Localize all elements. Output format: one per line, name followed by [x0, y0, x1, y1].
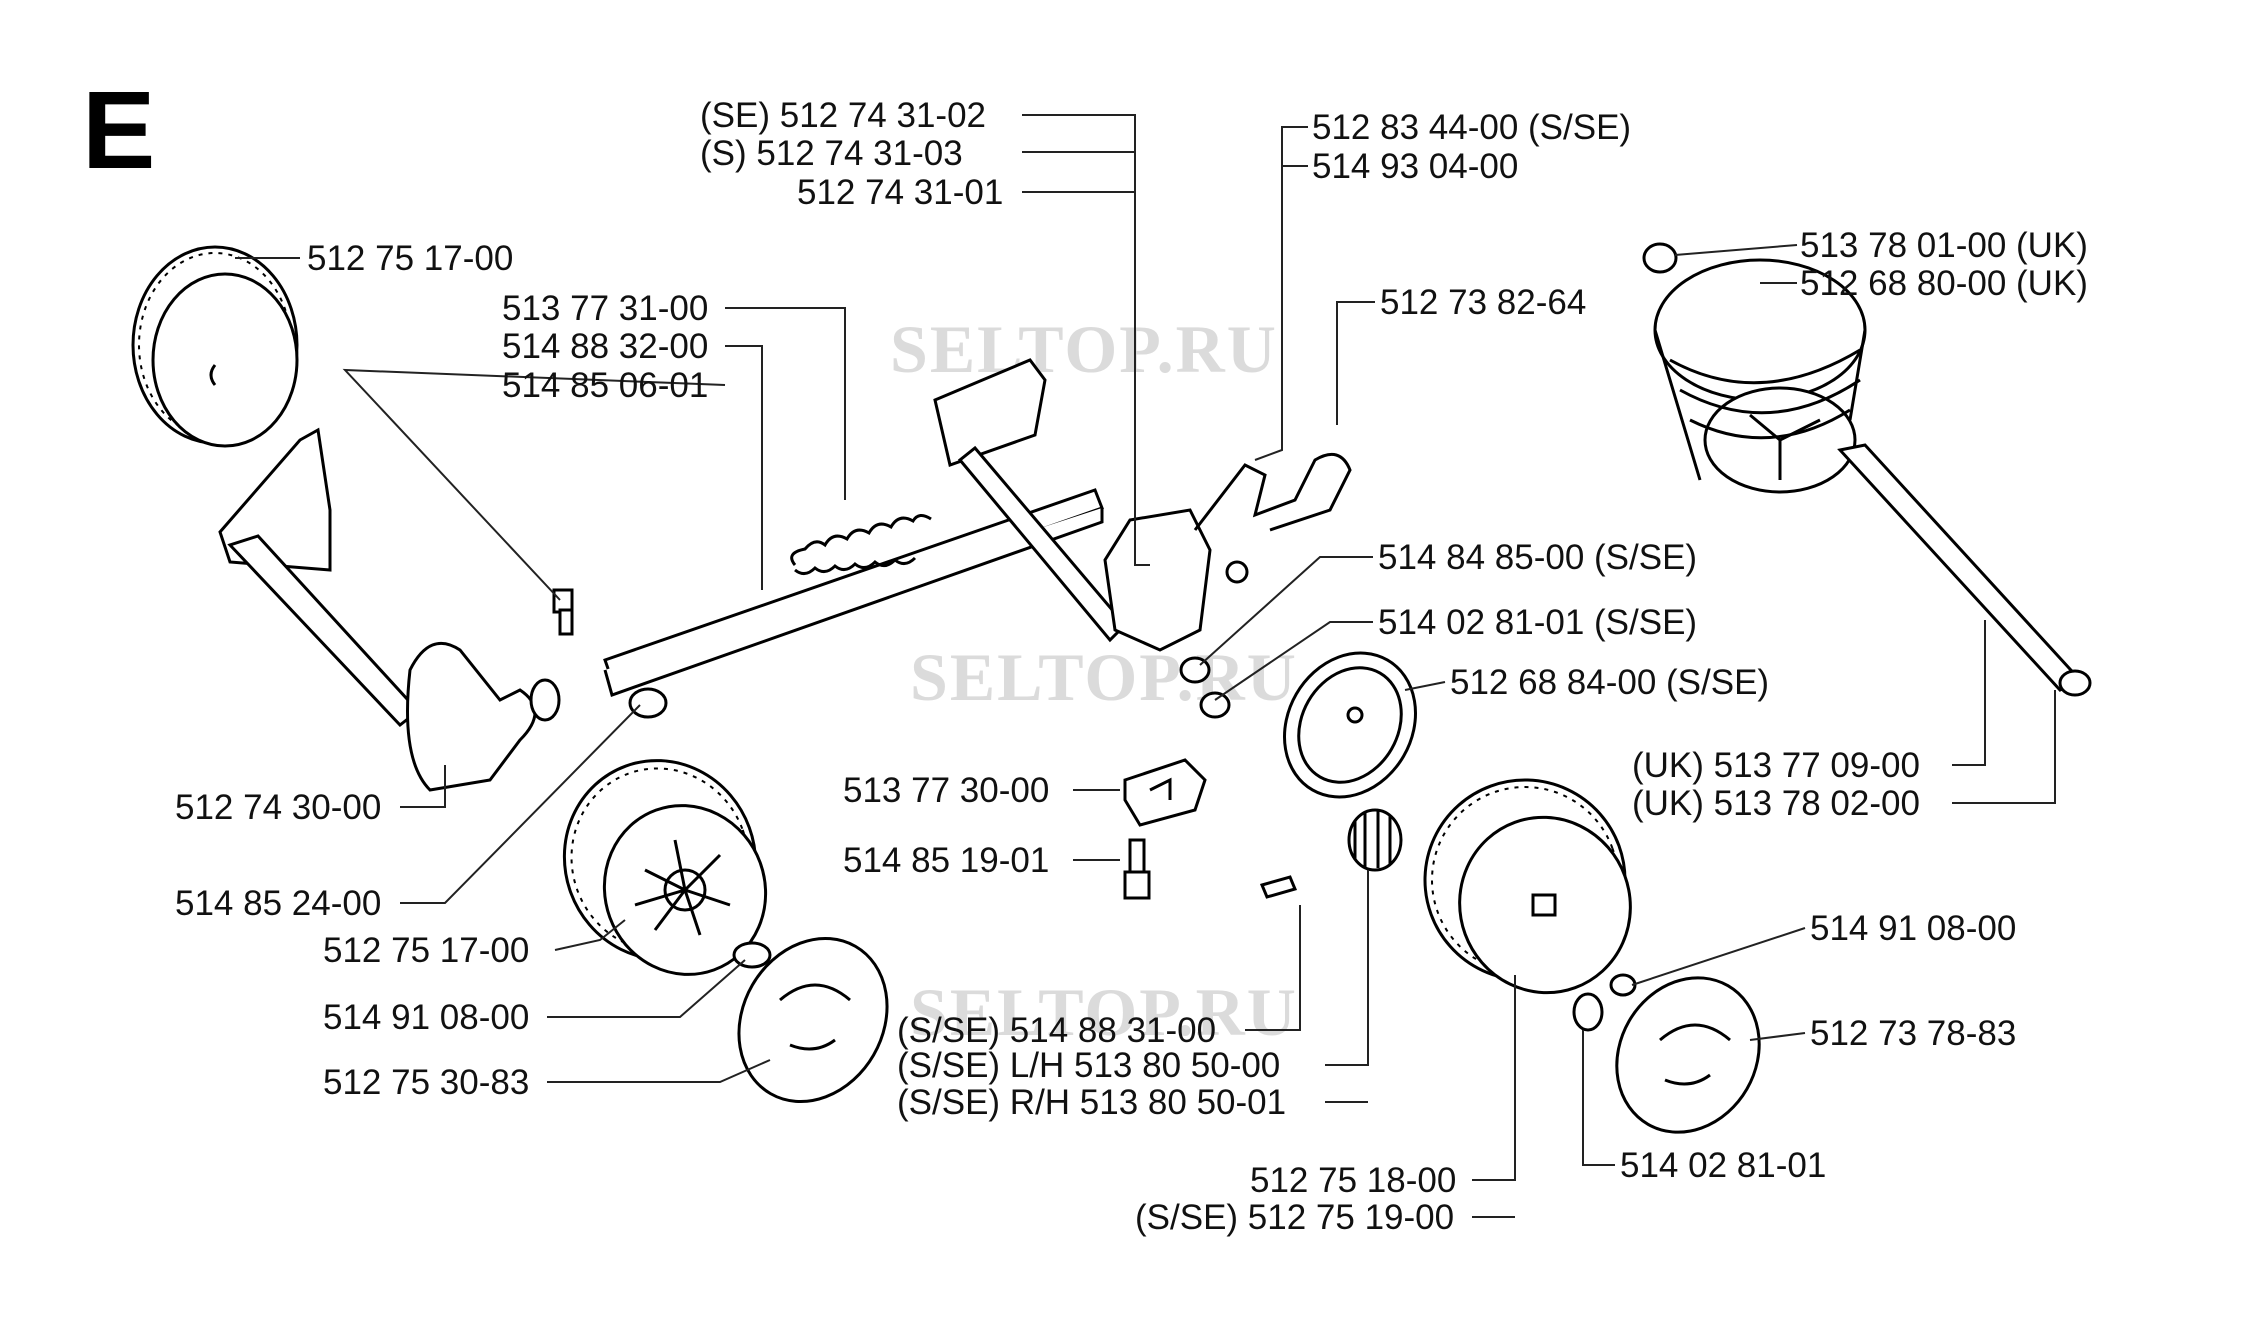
leader-lines — [235, 114, 2056, 1218]
rear-roller — [1642, 242, 1867, 494]
part-label: 513 77 31-00 — [502, 289, 708, 328]
part-label: (S/SE) L/H 513 80 50-00 — [897, 1046, 1280, 1085]
part-label: 514 85 24-00 — [175, 884, 381, 923]
wheel-front-left — [562, 759, 768, 976]
part-label: 512 75 18-00 — [1250, 1161, 1456, 1200]
part-label: (SE) 512 74 31-02 — [700, 96, 986, 135]
part-label: 514 85 19-01 — [843, 841, 1049, 880]
screw — [1123, 838, 1151, 900]
part-label: 512 75 30-83 — [323, 1063, 529, 1102]
part-label: (S) 512 74 31-03 — [700, 134, 963, 173]
part-label: (UK) 513 77 09-00 — [1632, 746, 1920, 785]
part-label: 512 73 78-83 — [1810, 1014, 2016, 1053]
part-label: (S/SE) 512 75 19-00 — [1135, 1198, 1454, 1237]
rear-axle — [1837, 443, 2092, 697]
part-label: 512 68 80-00 (UK) — [1800, 264, 2088, 303]
height-adjust-bar — [603, 488, 1104, 697]
left-axle-bracket — [218, 427, 561, 792]
part-label: (S/SE) 514 88 31-00 — [897, 1011, 1216, 1050]
clip — [1123, 758, 1207, 827]
wheel-front-right — [1423, 778, 1632, 995]
part-label: 514 91 08-00 — [323, 998, 529, 1037]
bolt — [552, 588, 574, 636]
part-label: 514 91 08-00 — [1810, 909, 2016, 948]
part-label: 512 74 31-01 — [797, 173, 1003, 212]
wheel-top-left — [131, 245, 299, 448]
watermark: SELTOP.RU — [910, 639, 1298, 715]
watermark: SELTOP.RU — [890, 311, 1278, 387]
hub-disc — [1283, 651, 1417, 799]
hubcap-right — [1615, 976, 1761, 1134]
part-label: 513 78 01-00 (UK) — [1800, 226, 2088, 265]
key — [1259, 875, 1298, 899]
washer — [628, 687, 668, 719]
part-label: (S/SE) R/H 513 80 50-01 — [897, 1083, 1286, 1122]
part-label: 514 84 85-00 (S/SE) — [1378, 538, 1697, 577]
part-label: (UK) 513 78 02-00 — [1632, 784, 1920, 823]
part-label: 514 02 81-01 — [1620, 1146, 1826, 1185]
hubcap-left — [737, 936, 889, 1104]
part-label: 512 75 17-00 — [307, 239, 513, 278]
section-letter: E — [82, 69, 155, 192]
spring — [790, 514, 932, 575]
part-label: 513 77 30-00 — [843, 771, 1049, 810]
part-label: 514 85 06-01 — [502, 366, 708, 405]
part-label: 512 73 82-64 — [1380, 283, 1586, 322]
part-label: 514 88 32-00 — [502, 327, 708, 366]
watermark: SELTOP.RU — [910, 974, 1298, 1050]
right-axle-bracket — [933, 358, 1352, 719]
part-label: 512 83 44-00 (S/SE) — [1312, 108, 1631, 147]
circlip — [1609, 973, 1637, 997]
circlip — [732, 941, 772, 969]
part-label: 512 74 30-00 — [175, 788, 381, 827]
part-label: 512 68 84-00 (S/SE) — [1450, 663, 1769, 702]
part-label: 512 75 17-00 — [323, 931, 529, 970]
part-label: 514 93 04-00 — [1312, 147, 1518, 186]
part-label: 514 02 81-01 (S/SE) — [1378, 603, 1697, 642]
washer — [1572, 992, 1604, 1032]
pinion — [1347, 808, 1403, 872]
